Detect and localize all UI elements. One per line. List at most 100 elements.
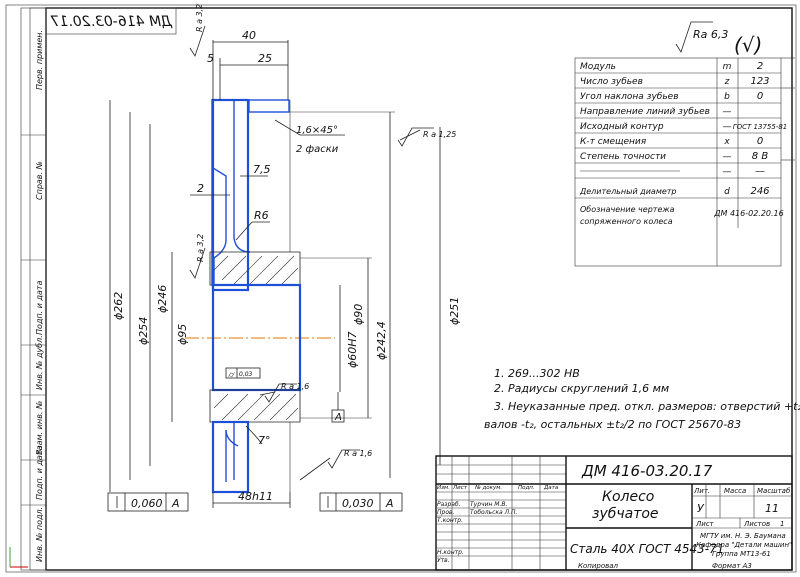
param-symbol: — [723, 107, 732, 117]
hatching-upper [213, 255, 299, 285]
param-name: К-т смещения [580, 137, 647, 147]
side-label: Перв. примен. [35, 30, 44, 90]
top-code-box: ДМ 416-03.20.17 [45, 7, 177, 35]
dimensions: 40 5 25 R a 3,2 ϕ262 ϕ254 ϕ246 ϕ95 ϕ60H7… [109, 4, 461, 508]
param-value: 0 [757, 91, 763, 102]
dim-d242-4: ϕ242,4 [375, 321, 388, 360]
param-value: 246 [750, 186, 769, 197]
dim-width-40: 40 [242, 29, 256, 42]
dim-d95: ϕ95 [176, 324, 189, 345]
dim-d251: ϕ251 [448, 297, 461, 325]
param-symbol: — [723, 167, 732, 177]
side-label: Взам. инв. № [35, 401, 44, 455]
sheet-label: Лист [695, 520, 715, 528]
stamp-header: Дата [543, 485, 559, 491]
technical-notes: 1. 269...302 НВ 2. Радиусы скруглений 1,… [484, 367, 800, 431]
stamp-role: Утв. [437, 557, 450, 564]
param-value: ГОСТ 13755-81 [733, 123, 788, 131]
param-name: Исходный контур [580, 122, 664, 132]
param-value: 2 [757, 61, 763, 72]
dim-width-5: 5 [207, 52, 214, 65]
roughness-1-6-b: R a 1,6 [344, 449, 372, 458]
param-value: 0 [757, 136, 763, 147]
side-label: Подп. и дата [35, 280, 44, 335]
param-symbol: — [723, 122, 732, 132]
param-name: Угол наклона зубьев [580, 92, 679, 102]
tolerance-frame-right: 0,030 А [319, 492, 403, 512]
stamp-header: № докум. [474, 485, 502, 491]
chamfer-size: 1,6×45° [296, 125, 338, 136]
param-name: Модуль [580, 62, 616, 72]
scale-label: Масштаб [757, 487, 791, 495]
note-3: 3. Неуказанные пред. откл. размеров: отв… [494, 400, 800, 413]
param-value: 8 В [752, 151, 769, 162]
param-symbol: d [724, 187, 730, 197]
material: Сталь 40Х ГОСТ 4543-71 [570, 542, 724, 556]
format-label: Формат А3 [712, 562, 752, 570]
org-line2: Кафедра "Детали машин" [696, 541, 792, 549]
side-label: Инв. № подл. [35, 507, 44, 562]
radius-r6: R6 [254, 209, 269, 222]
roughness-general: Ra 6,3 [693, 28, 728, 41]
note-3-cont: валов -t₂, остальных ±t₂/2 по ГОСТ 25670… [484, 418, 741, 431]
tolerance-left-value: 0,060 [131, 497, 163, 510]
roughness-1-25: R a 1,25 [423, 130, 456, 139]
mass-label: Масса [724, 487, 746, 495]
param-symbol: m [723, 62, 732, 72]
org-line3: Группа МТ13-61 [712, 550, 771, 558]
note-2: 2. Радиусы скруглений 1,6 мм [494, 382, 669, 395]
dim-48h11: 48h11 [238, 490, 273, 503]
side-label: Подп. и дата [35, 445, 44, 500]
roughness-1-6-a: R a 1,6 [281, 382, 309, 391]
stamp-name: Тобольска Л.П. [470, 509, 518, 516]
gear-section [209, 98, 302, 494]
drawing-number-top: ДМ 416-03.20.17 [50, 14, 173, 30]
tolerance-value: 0,03 [239, 371, 253, 378]
param-symbol: — [723, 152, 732, 162]
sheets-value: 1 [780, 520, 784, 528]
note-1: 1. 269...302 НВ [494, 367, 580, 380]
stamp-role: Разраб. [437, 501, 461, 508]
chamfer-note: 2 фаски [296, 144, 339, 155]
param-symbol: x [723, 137, 730, 147]
dim-d246: ϕ246 [156, 285, 169, 313]
param-name: Делительный диаметр [579, 187, 677, 196]
datum-a: А [334, 412, 342, 423]
copied-label: Копировал [578, 562, 619, 570]
stamp-header: Подп. [518, 485, 535, 491]
dim-d254: ϕ254 [137, 317, 150, 345]
stamp-header: Изм. [437, 485, 450, 491]
param-value: 123 [750, 76, 769, 87]
param-name: сопряженного колеса [580, 217, 673, 226]
param-name: Обозначение чертежа [580, 205, 675, 214]
dim-d60h7: ϕ60H7 [346, 331, 359, 368]
stamp-role: Т.контр. [437, 517, 463, 524]
corner-axes-mark [9, 547, 28, 568]
param-name: Степень точности [580, 152, 666, 162]
param-name: Число зубьев [580, 77, 643, 87]
side-label: Инв. № дубл. [35, 335, 44, 390]
stamp-name: Турчин М.В. [470, 501, 507, 508]
dim-width-2: 2 [197, 182, 204, 195]
param-symbol: b [724, 92, 730, 102]
roughness-bracket: (√) [734, 33, 762, 57]
stamp-role: Н.контр. [437, 549, 464, 556]
param-symbol: z [724, 77, 730, 87]
sheets-label: Листов [743, 520, 770, 528]
part-name-line1: Колесо [602, 489, 654, 505]
tolerance-right-ref: А [385, 497, 394, 510]
outer-border [5, 4, 797, 573]
stamp-header: Лист [452, 485, 468, 491]
stamp-role: Пров. [437, 509, 455, 516]
param-value: — [755, 166, 765, 177]
tolerance-right-value: 0,030 [342, 497, 374, 510]
param-name: Направление линий зубьев [580, 107, 710, 117]
roughness-3-2-top: R a 3,2 [195, 4, 204, 32]
general-roughness: Ra 6,3 (√) [675, 21, 762, 57]
dim-d262: ϕ262 [112, 292, 125, 320]
tolerance-left-ref: А [171, 497, 180, 510]
title-block: ДМ 416-03.20.17 Колесо зубчатое Сталь 40… [435, 455, 793, 571]
dim-d90: ϕ90 [352, 304, 365, 325]
